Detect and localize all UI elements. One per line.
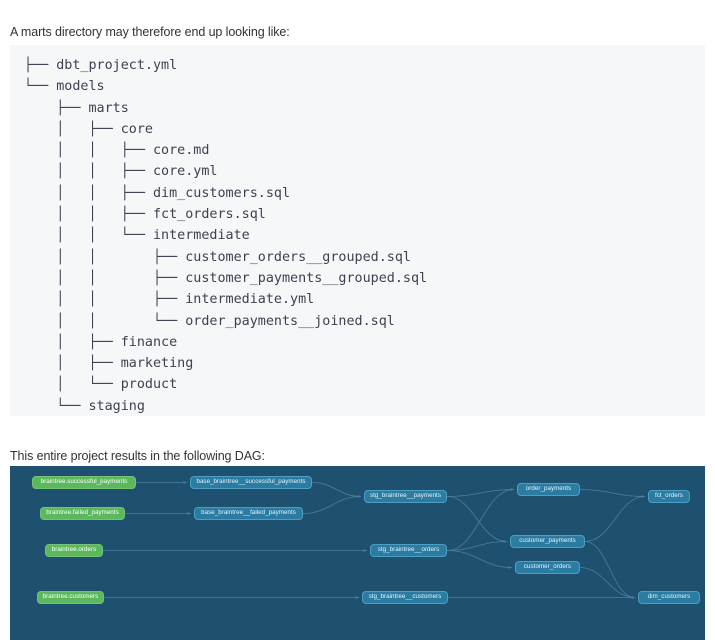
dag-edge-customer_payments-to-fct_orders	[584, 495, 646, 542]
dag-node-label: braintree.failed_payments	[46, 509, 119, 517]
dag-node-label: braintree.successful_payments	[40, 478, 128, 486]
dag-node-label: fct_orders	[654, 492, 683, 500]
dag-node-label: braintree.customers	[42, 593, 99, 601]
dag-diagram[interactable]: braintree.successful_payments braintree.f…	[10, 466, 705, 640]
dag-node-stg_braintree__payments[interactable]: stg_braintree__payments	[364, 490, 447, 503]
dag-node-label: braintree.orders	[51, 546, 97, 554]
intro-paragraph-dag: This entire project results in the follo…	[10, 448, 265, 463]
dag-node-label: customer_payments	[519, 537, 576, 545]
dag-node-braintree_failed_payments[interactable]: braintree.failed_payments	[40, 507, 125, 520]
dag-node-stg_braintree__orders[interactable]: stg_braintree__orders	[370, 544, 447, 557]
dag-node-base_braintree__failed_payments[interactable]: base_braintree__failed_payments	[194, 507, 303, 520]
directory-tree-text: ├── dbt_project.yml └── models ├── marts…	[24, 58, 428, 414]
dag-node-label: order_payments	[525, 485, 572, 493]
dag-edge-stg_braintree__orders-to-customer_payments	[446, 540, 508, 551]
dag-node-braintree_successful_payments[interactable]: braintree.successful_payments	[32, 476, 136, 489]
dag-node-braintree_orders[interactable]: braintree.orders	[45, 544, 103, 557]
dag-edges-layer	[102, 481, 646, 599]
dag-edge-stg_braintree__payments-to-customer_payments	[446, 496, 508, 543]
dag-edge-customer_payments-to-dim_customers	[584, 541, 636, 599]
dag-node-fct_orders[interactable]: fct_orders	[648, 490, 690, 503]
dag-node-label: base_braintree__failed_payments	[201, 509, 296, 517]
dag-edge-stg_braintree__payments-to-order_payments	[446, 488, 515, 497]
dag-node-customer_orders[interactable]: customer_orders	[515, 561, 580, 574]
dag-node-label: stg_braintree__payments	[370, 492, 441, 500]
dag-node-order_payments[interactable]: order_payments	[517, 483, 580, 496]
dag-node-label: customer_orders	[523, 563, 572, 571]
dag-node-customer_payments[interactable]: customer_payments	[510, 535, 585, 548]
dag-node-label: dim_customers	[647, 593, 691, 601]
dag-node-label: base_braintree__successful_payments	[196, 478, 306, 486]
dag-edge-stg_braintree__orders-to-customer_orders	[446, 550, 513, 569]
dag-node-stg_braintree__customers[interactable]: stg_braintree__customers	[362, 591, 448, 604]
dag-edge-order_payments-to-fct_orders	[579, 489, 646, 498]
directory-tree-code-block: ├── dbt_project.yml └── models ├── marts…	[10, 45, 705, 416]
dag-node-dim_customers[interactable]: dim_customers	[638, 591, 700, 604]
dag-node-base_braintree__successful_payments[interactable]: base_braintree__successful_payments	[190, 476, 312, 489]
dag-node-braintree_customers[interactable]: braintree.customers	[37, 591, 104, 604]
intro-paragraph-marts: A marts directory may therefore end up l…	[10, 24, 290, 39]
dag-edge-base_braintree__successful_payments-to-stg_braintree__payments	[311, 482, 362, 498]
dag-node-label: stg_braintree__customers	[368, 593, 442, 601]
dag-edge-base_braintree__failed_payments-to-stg_braintree__payments	[302, 495, 362, 514]
dag-edge-customer_orders-to-dim_customers	[579, 567, 636, 599]
dag-node-label: stg_braintree__orders	[377, 546, 440, 554]
dag-edge-stg_braintree__orders-to-order_payments	[446, 488, 515, 551]
